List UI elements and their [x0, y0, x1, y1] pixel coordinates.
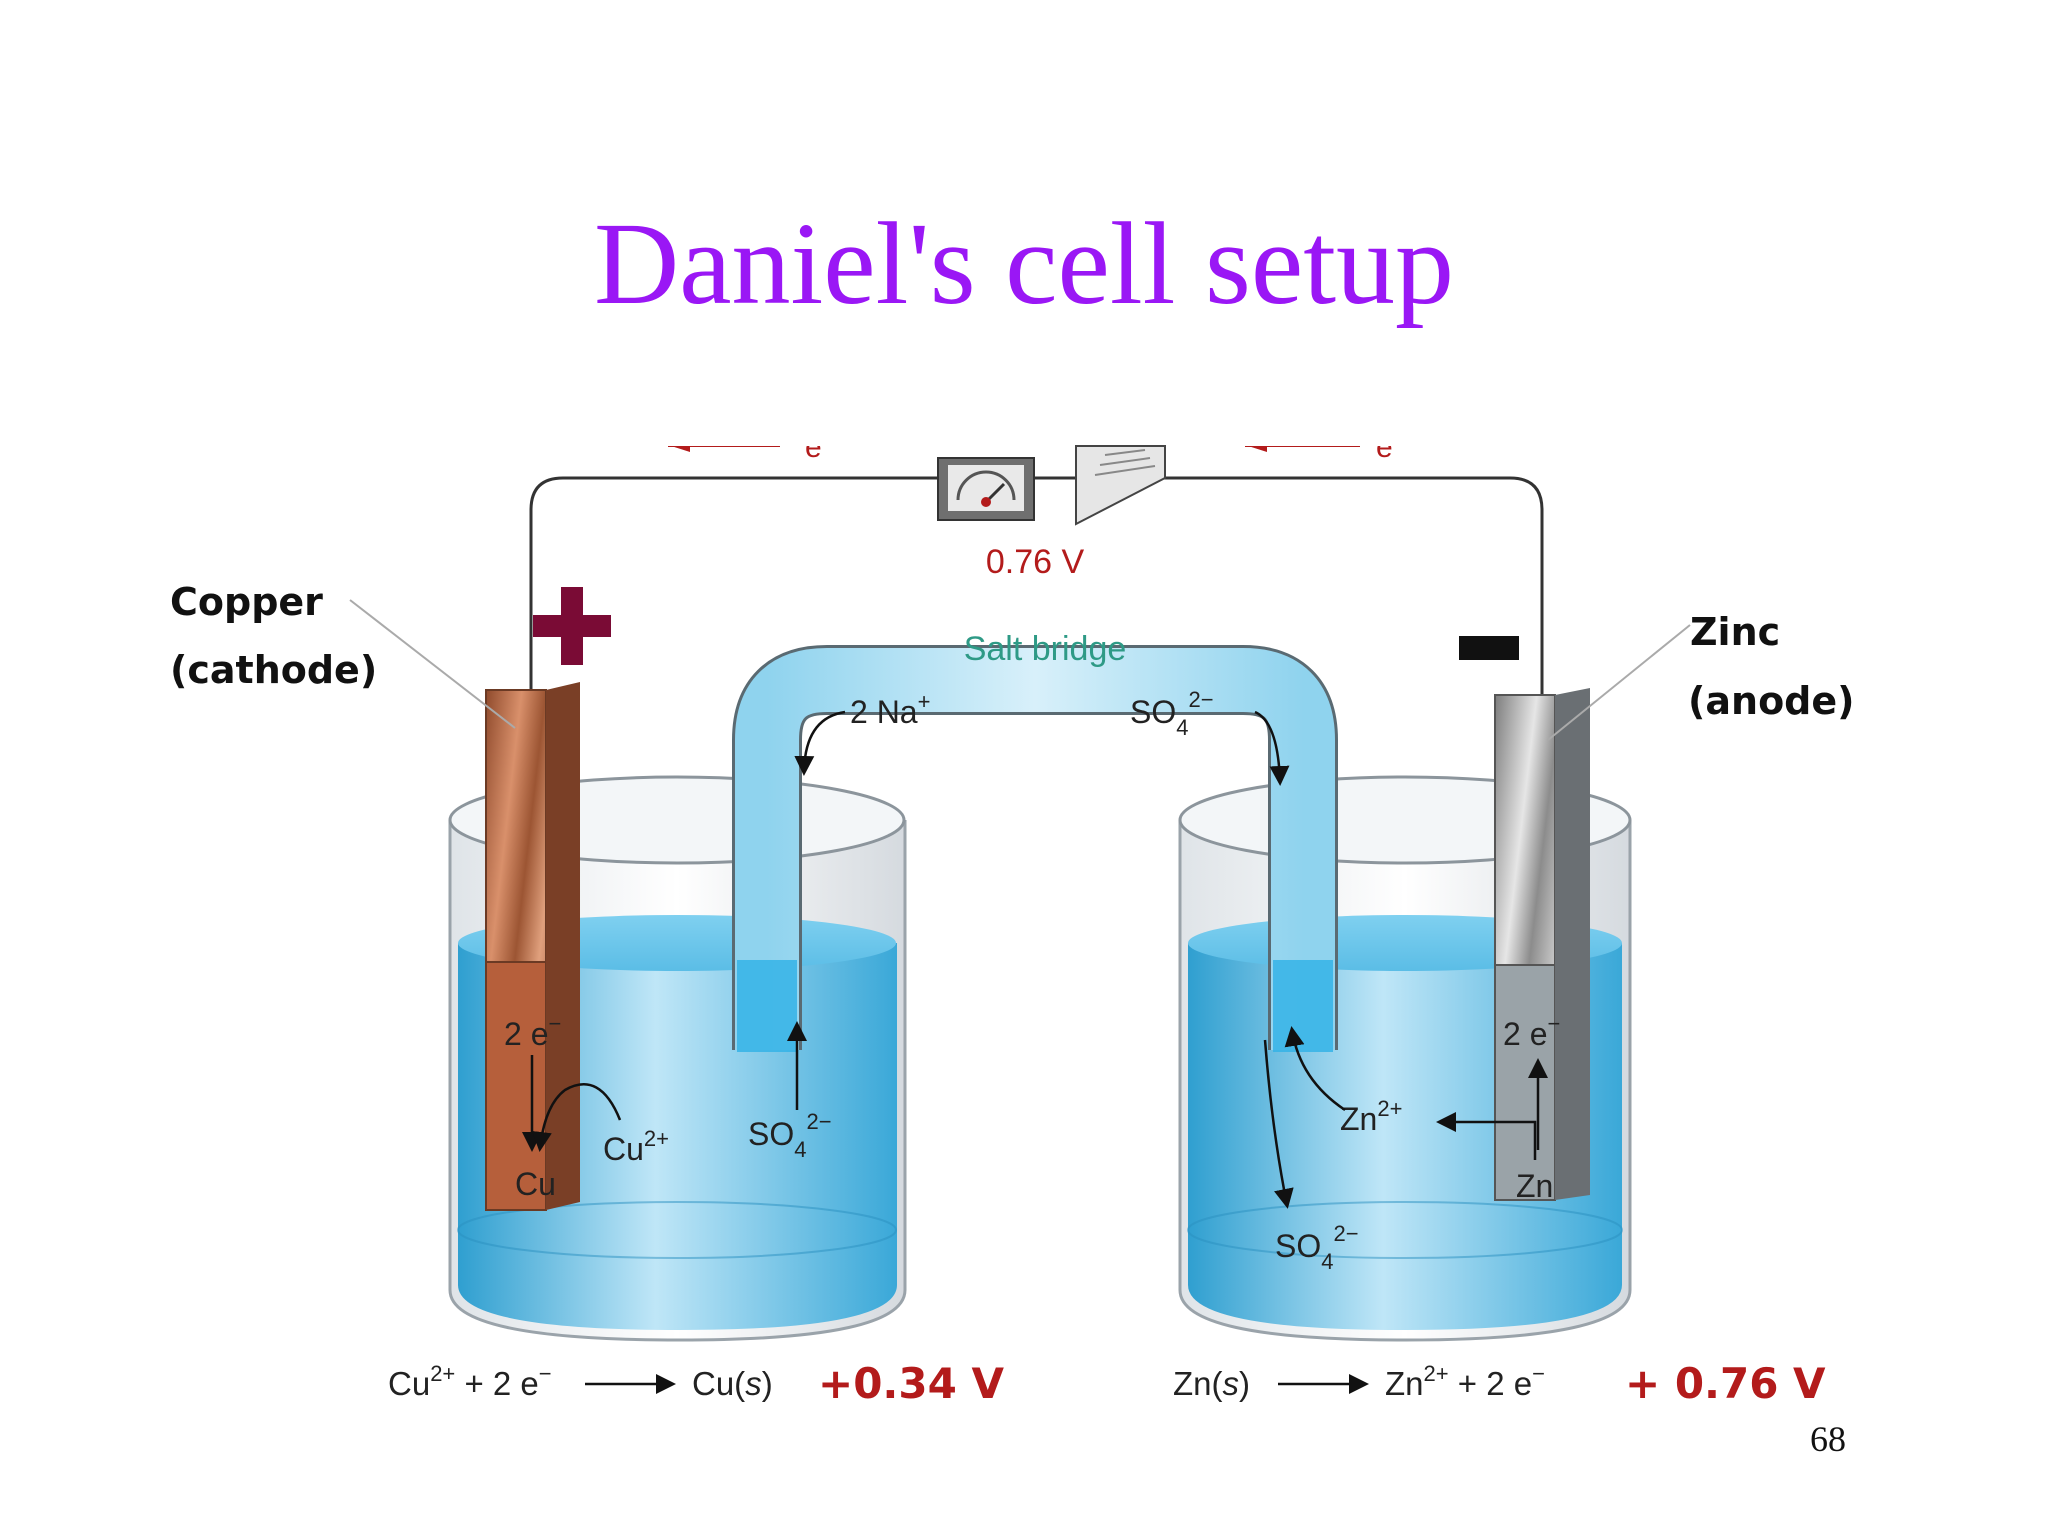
- svg-text:Copper: Copper: [170, 580, 323, 624]
- cathode-equation: Cu2+ + 2 e− Cu(s) +0.34 V: [388, 1359, 1004, 1408]
- left-metal-label: Cu: [515, 1166, 556, 1202]
- svg-text:(anode): (anode): [1688, 679, 1855, 723]
- left-ion-label: Cu2+: [603, 1126, 669, 1167]
- positive-sign-icon: [533, 587, 611, 665]
- voltage-reading: 0.76 V: [986, 543, 1085, 581]
- copper-label: Copper (cathode): [170, 580, 516, 729]
- slide-title: Daniel's cell setup: [593, 198, 1455, 329]
- svg-text:Cu(s): Cu(s): [692, 1365, 773, 1402]
- svg-text:Zn(s): Zn(s): [1173, 1365, 1250, 1402]
- right-anion-label: SO42−: [1275, 1221, 1359, 1274]
- copper-electrode: [485, 682, 580, 1211]
- voltmeter: [937, 457, 1035, 521]
- svg-text:2 Na+: 2 Na+: [850, 689, 930, 730]
- svg-text:2 e−: 2 e−: [504, 1011, 561, 1052]
- salt-bridge-anion: SO42−: [1130, 687, 1214, 740]
- external-wire: [529, 476, 1544, 695]
- svg-text:Cu2+ + 2 e−: Cu2+ + 2 e−: [388, 1361, 552, 1402]
- svg-text:SO42−: SO42−: [1130, 687, 1214, 740]
- salt-bridge-tube: [732, 645, 1338, 1052]
- negative-sign-icon: [1459, 636, 1519, 660]
- right-metal-label: Zn: [1516, 1168, 1553, 1204]
- svg-text:2 e−: 2 e−: [1503, 1011, 1560, 1052]
- salt-bridge-label: Salt bridge: [964, 630, 1127, 668]
- svg-text:Cu2+: Cu2+: [603, 1126, 669, 1167]
- svg-text:SO42−: SO42−: [1275, 1221, 1359, 1274]
- svg-text:(cathode): (cathode): [170, 648, 377, 692]
- left-electrons-label: 2 e−: [504, 1011, 561, 1052]
- page-number: 68: [1810, 1419, 1846, 1459]
- left-anion-label: SO42−: [748, 1109, 832, 1162]
- zinc-label: Zinc (anode): [1547, 610, 1855, 741]
- switch: [1075, 445, 1166, 526]
- zinc-electrode: [1494, 688, 1590, 1201]
- right-ion-label: Zn2+: [1340, 1096, 1402, 1137]
- svg-text:Zn2+ + 2 e−: Zn2+ + 2 e−: [1385, 1361, 1545, 1402]
- anode-potential: + 0.76 V: [1625, 1359, 1826, 1408]
- svg-text:Zinc: Zinc: [1690, 610, 1780, 654]
- anode-equation: Zn(s) Zn2+ + 2 e− + 0.76 V: [1173, 1359, 1826, 1408]
- cathode-potential: +0.34 V: [818, 1359, 1004, 1408]
- svg-text:SO42−: SO42−: [748, 1109, 832, 1162]
- right-electrons-label: 2 e−: [1503, 1011, 1560, 1052]
- svg-text:Zn2+: Zn2+: [1340, 1096, 1402, 1137]
- salt-bridge-cation: 2 Na+: [850, 689, 930, 730]
